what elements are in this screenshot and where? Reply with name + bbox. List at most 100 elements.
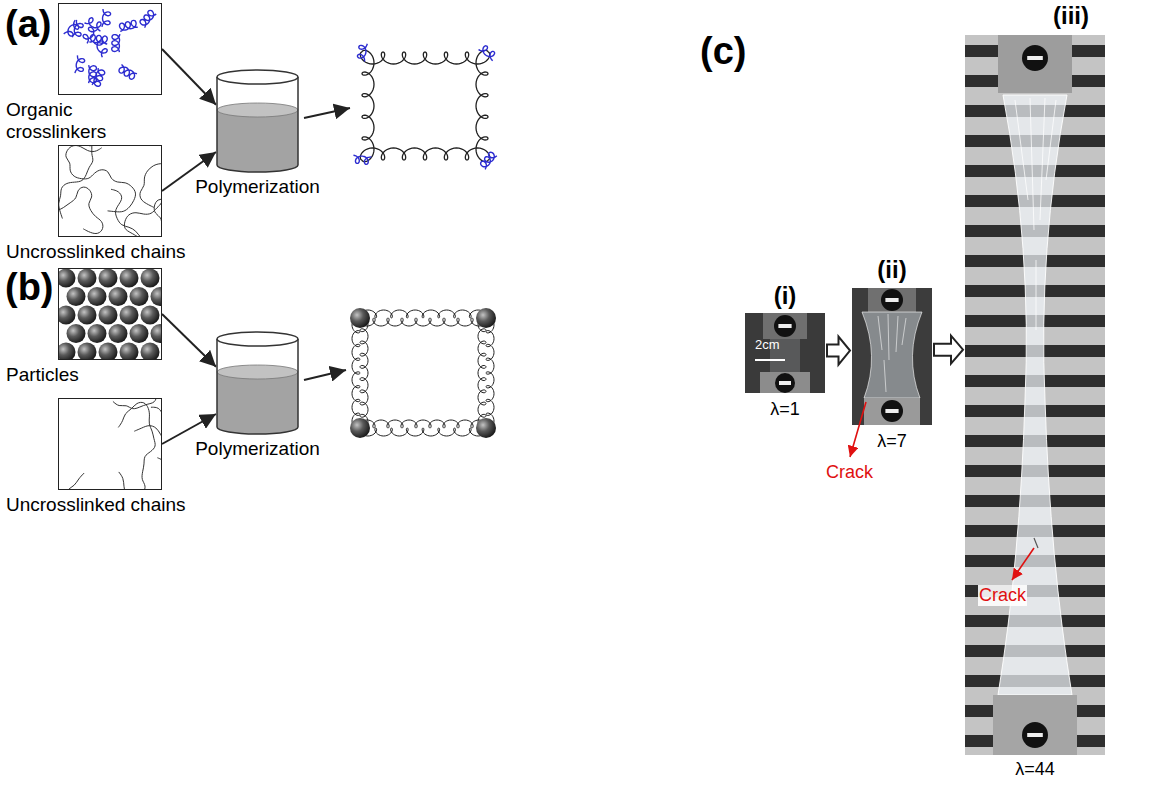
crosslinker-molecule <box>120 20 138 31</box>
sample-streak <box>1040 98 1045 220</box>
particle <box>99 343 118 361</box>
sample <box>862 312 922 398</box>
polymer-chain <box>478 317 486 430</box>
polymer-chain <box>140 164 162 237</box>
beaker: Polymerization <box>215 68 300 173</box>
particle <box>350 308 370 328</box>
node-caption: Particles <box>6 364 166 386</box>
particle <box>109 324 128 343</box>
beaker-rim <box>217 332 298 346</box>
photo-ii <box>852 288 932 425</box>
particle <box>350 418 370 438</box>
polymer-chain <box>88 398 162 419</box>
node-caption: λ=44 <box>1015 759 1055 780</box>
callout-label: Crack <box>825 462 874 483</box>
clamp <box>763 313 807 339</box>
particle <box>141 269 160 288</box>
particle <box>99 306 118 325</box>
sample-streak <box>1030 98 1034 230</box>
sample-streak <box>902 318 906 345</box>
particle <box>58 306 76 325</box>
crosslinker-molecule <box>353 155 371 164</box>
crack-mark <box>1034 538 1038 548</box>
node-caption: Organic crosslinkers <box>6 99 166 143</box>
crosslinker-molecule <box>84 18 101 31</box>
node-caption: λ=1 <box>770 399 800 420</box>
box-ground <box>58 3 162 95</box>
particle <box>141 306 160 325</box>
clamp-knob <box>774 315 796 337</box>
photo-ground <box>965 35 1105 755</box>
particle <box>67 287 86 306</box>
particle <box>67 324 86 343</box>
particle <box>120 343 139 361</box>
clamp-slot <box>1027 56 1043 60</box>
particle <box>58 343 76 361</box>
arrow <box>162 314 216 367</box>
node-caption: λ=7 <box>877 431 907 452</box>
crosslinker-molecule <box>481 152 497 169</box>
particle <box>120 306 139 325</box>
polymer-chain <box>118 402 155 490</box>
polymer-chain <box>362 50 374 161</box>
beaker-wall <box>217 339 298 434</box>
sample-streak <box>884 360 886 392</box>
crosslinker-molecule <box>94 41 108 57</box>
callout-label: Crack <box>978 585 1027 606</box>
particle <box>151 324 163 343</box>
node-caption: Polymerization <box>195 438 320 460</box>
crosslinker-molecule <box>102 9 111 27</box>
polymer-chain <box>360 317 368 430</box>
particle <box>88 324 107 343</box>
particle <box>476 308 496 328</box>
node-caption: Polymerization <box>195 176 320 198</box>
crosslinker-molecule <box>357 44 367 62</box>
polymer-chain <box>352 317 360 429</box>
polymer-chain <box>66 146 136 212</box>
liquid-surface <box>217 103 298 117</box>
particle <box>130 287 149 306</box>
illustration-box: Uncrosslinked chains <box>58 145 162 237</box>
clamp-knob <box>1022 722 1048 748</box>
crosslinker-molecule <box>119 65 137 80</box>
clamp-knob <box>881 289 903 311</box>
polymer-chain <box>58 145 93 219</box>
node-caption: Uncrosslinked chains <box>6 494 246 516</box>
clamp-slot <box>779 381 791 385</box>
sample-streak <box>1036 260 1037 330</box>
clamp-slot <box>885 409 898 413</box>
node-caption: 2cm <box>755 338 780 353</box>
particle <box>130 324 149 343</box>
particle <box>141 343 160 361</box>
particle <box>476 418 496 438</box>
beaker: Polymerization <box>215 330 300 435</box>
arrow <box>162 49 216 105</box>
leader-arrow <box>850 402 866 457</box>
sample-streak <box>1046 100 1056 180</box>
crosslinker-molecule <box>75 55 85 73</box>
clamp-slot <box>885 298 898 302</box>
clamp-knob <box>775 373 795 393</box>
clamp-knob <box>881 400 903 422</box>
beaker-outline <box>215 68 300 173</box>
clamp-slot <box>1027 733 1043 737</box>
sample-streak <box>1015 100 1028 200</box>
crosslinked-network <box>353 44 496 170</box>
particle <box>99 269 118 288</box>
illustration-box: Particles <box>58 268 162 360</box>
box-illustration <box>58 3 162 95</box>
photo-panel: (iii)λ=44 <box>965 35 1105 755</box>
illustration-box: Organic crosslinkers <box>58 3 162 95</box>
polymer-chain <box>124 145 162 237</box>
clamp <box>998 35 1072 93</box>
particle <box>78 306 97 325</box>
particle <box>109 287 128 306</box>
sample-streak <box>878 316 882 350</box>
panel-label: (ii) <box>877 256 906 284</box>
polymer-chain <box>359 420 487 428</box>
crosslinker-molecule <box>112 34 120 52</box>
clamp <box>760 372 810 393</box>
